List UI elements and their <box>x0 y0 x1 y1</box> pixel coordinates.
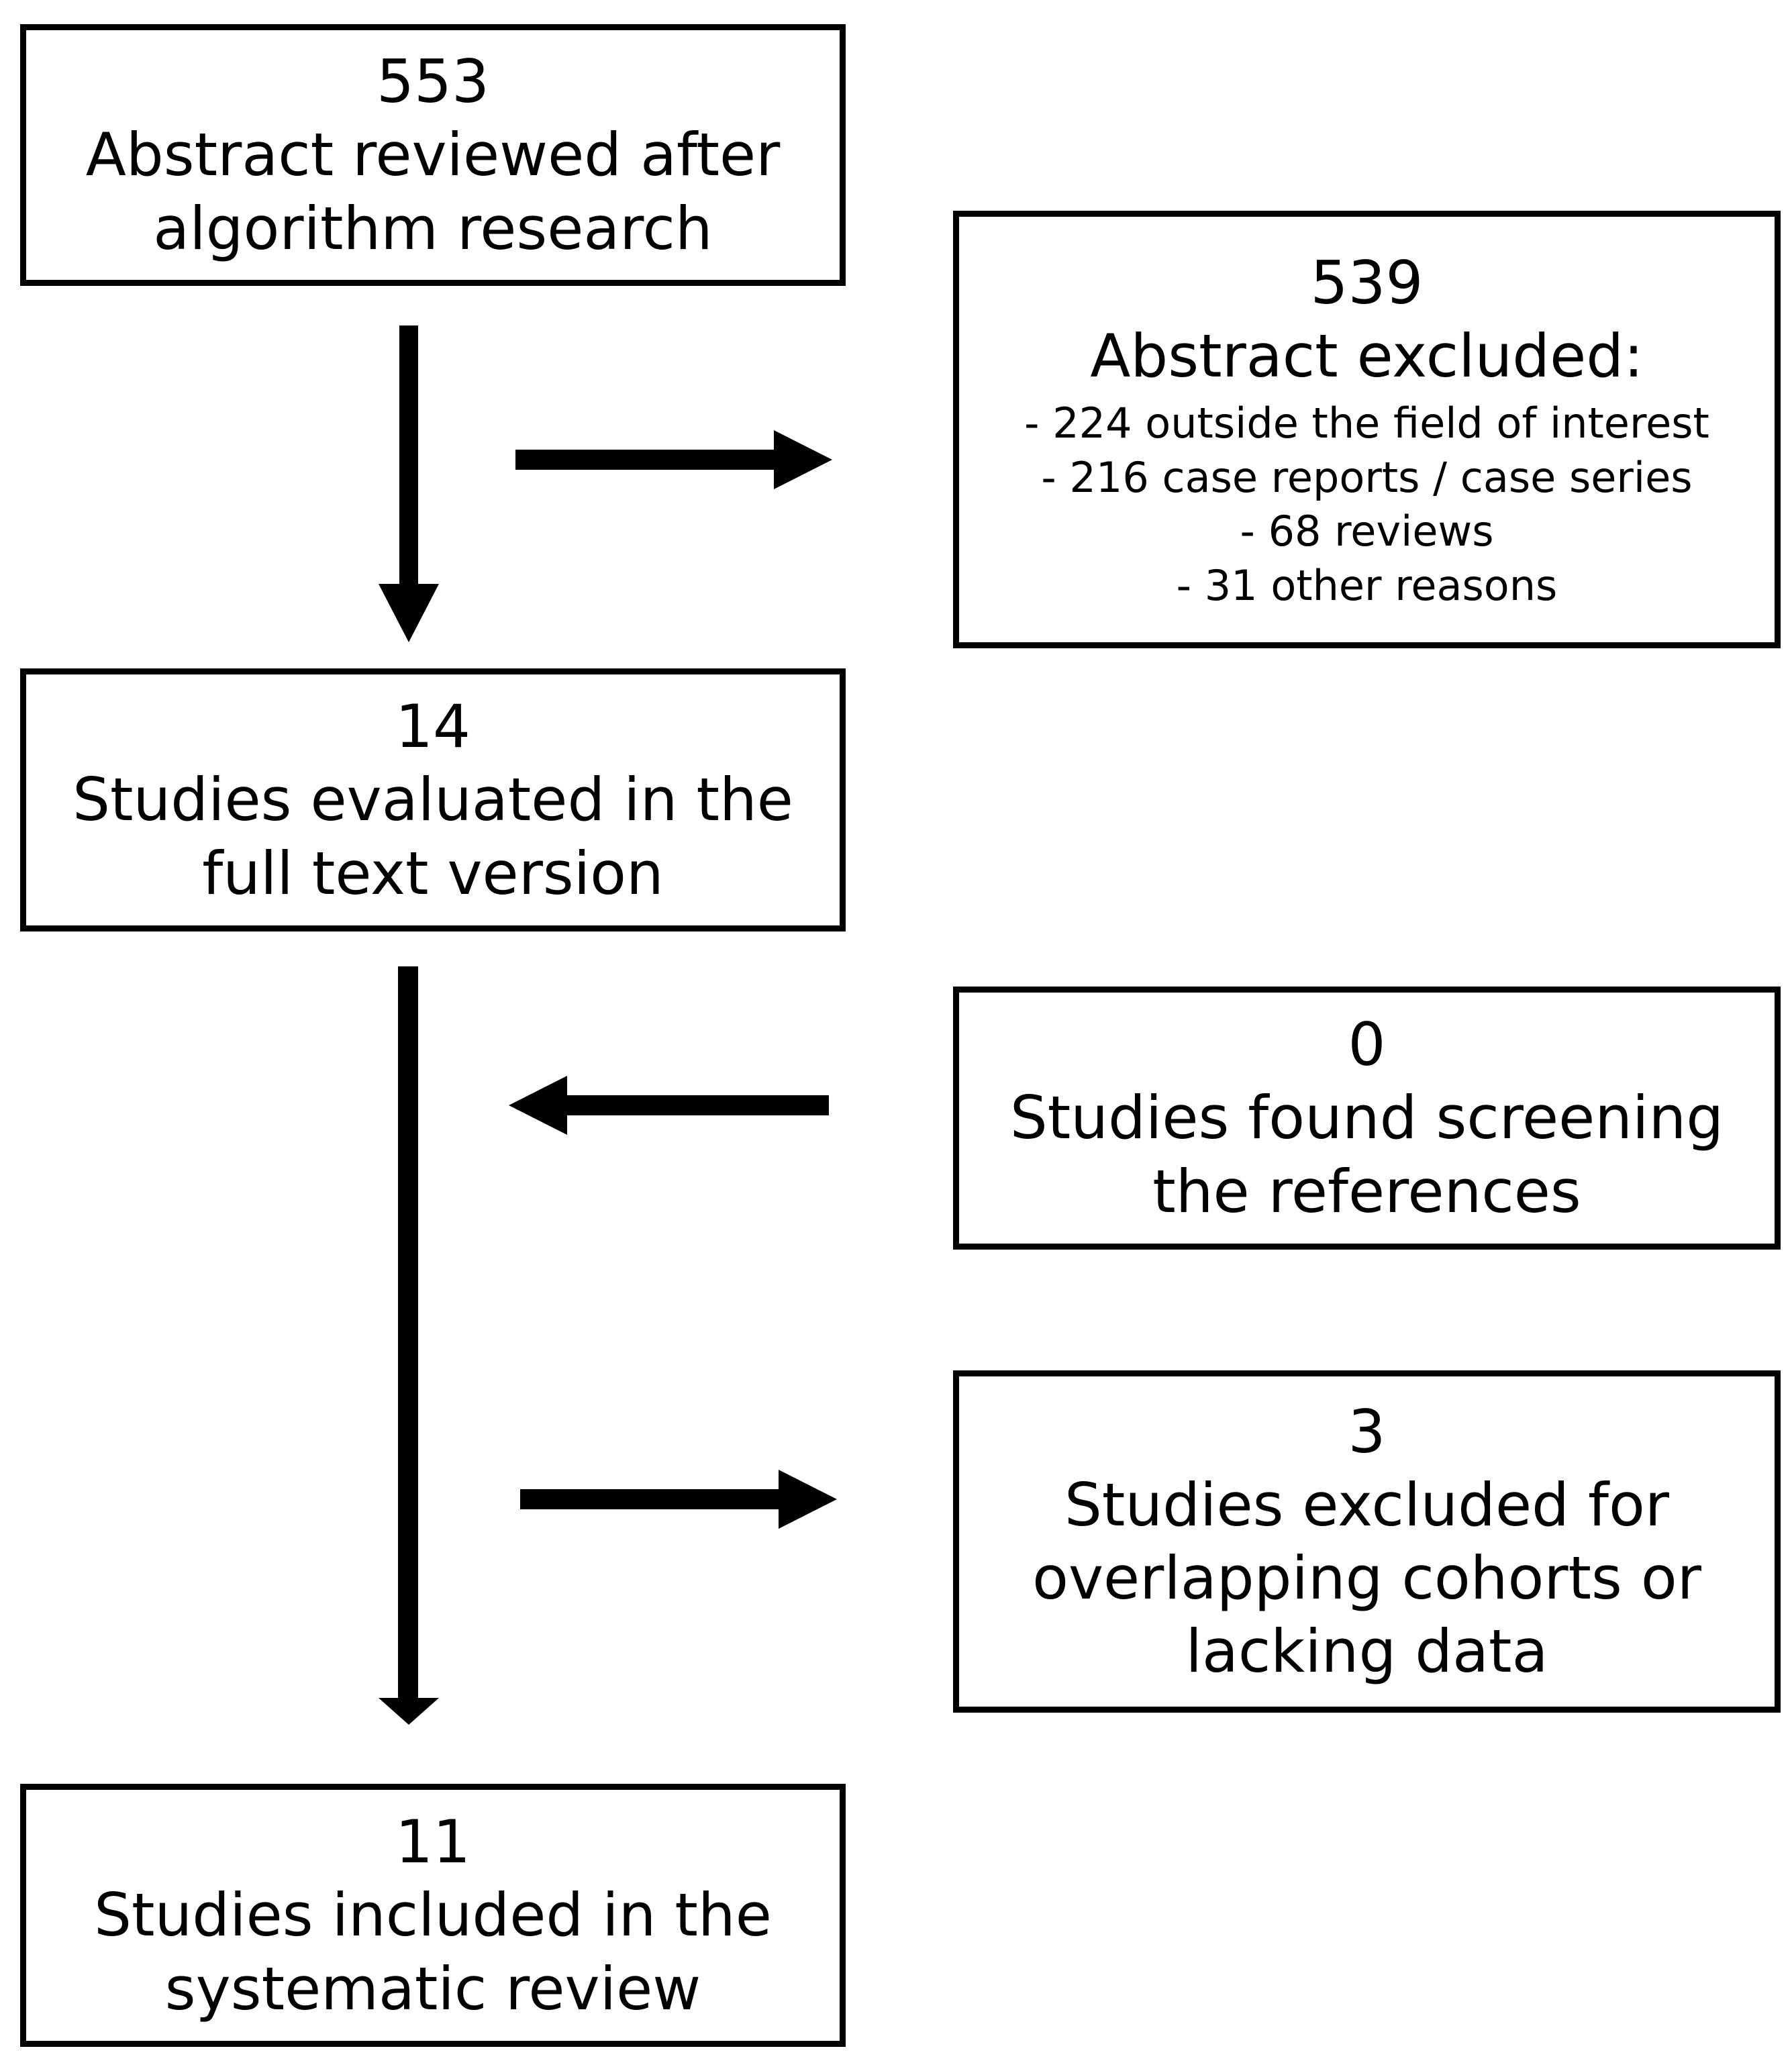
node-count: 0 <box>1348 1010 1386 1080</box>
arrow-fulltext-to-included <box>379 966 439 1725</box>
exclusion-reason: - 216 case reports / case series <box>1041 452 1693 502</box>
node-label-line: Studies included in the <box>94 1880 772 1950</box>
node-label-line: algorithm research <box>153 193 713 263</box>
exclusion-reason: - 224 outside the field of interest <box>1024 398 1709 448</box>
node-label-line: overlapping cohorts or <box>1032 1544 1701 1613</box>
arrow-to-abstracts-excluded <box>515 430 832 489</box>
exclusion-reason: - 68 reviews <box>1240 507 1494 556</box>
node-label-line: Studies found screening <box>1009 1083 1724 1153</box>
node-abstracts-excluded: 539 Abstract excluded: - 224 outside the… <box>953 211 1781 648</box>
arrow-reviewed-to-fulltext <box>379 325 439 642</box>
exclusion-reason: - 31 other reasons <box>1176 560 1558 610</box>
node-label-line: Studies evaluated in the <box>72 765 793 835</box>
node-label-line: lacking data <box>1185 1617 1548 1686</box>
node-count: 553 <box>377 47 489 117</box>
node-label-line: full text version <box>202 838 664 908</box>
node-count: 14 <box>395 692 470 762</box>
node-label-line: the references <box>1152 1156 1581 1226</box>
node-included: 11 Studies included in the systematic re… <box>20 1784 846 2047</box>
node-count: 539 <box>1310 248 1424 317</box>
node-label-line: Abstract reviewed after <box>85 120 781 190</box>
node-count: 3 <box>1348 1397 1386 1466</box>
node-full-text-evaluated: 14 Studies evaluated in the full text ve… <box>20 668 846 931</box>
node-count: 11 <box>395 1807 470 1877</box>
node-excluded-overlap: 3 Studies excluded for overlapping cohor… <box>953 1370 1781 1713</box>
node-title: Abstract excluded: <box>1090 321 1644 391</box>
arrow-from-reference-screening <box>509 1076 829 1135</box>
arrow-to-excluded-overlap <box>520 1470 837 1529</box>
node-label-line: systematic review <box>164 1954 701 2023</box>
node-abstracts-reviewed: 553 Abstract reviewed after algorithm re… <box>20 24 846 286</box>
node-label-line: Studies excluded for <box>1064 1470 1669 1540</box>
node-reference-screening: 0 Studies found screening the references <box>953 987 1781 1250</box>
